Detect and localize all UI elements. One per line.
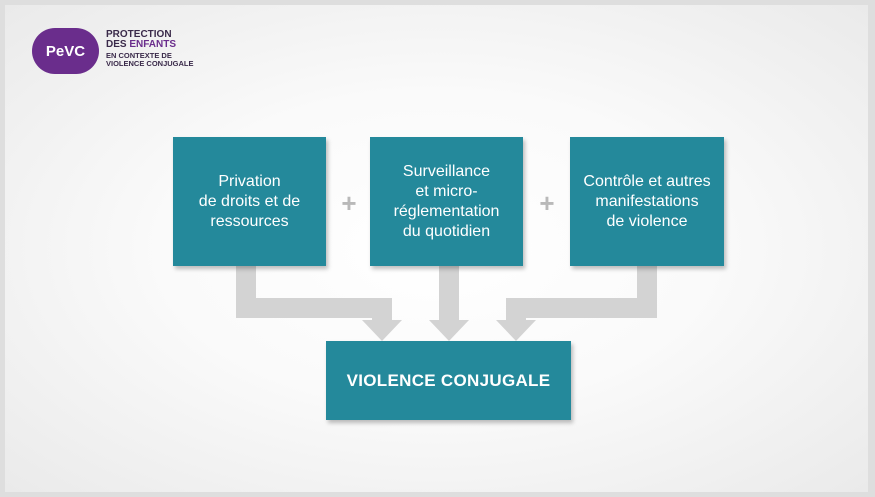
box-surveillance-label: Surveillance et micro- réglementation du… <box>393 162 500 240</box>
arrow-middle <box>429 266 469 341</box>
logo-wordmark: PROTECTION DES ENFANTS EN CONTEXTE DE VI… <box>106 30 246 68</box>
logo-line-1: PROTECTION <box>106 29 172 40</box>
logo-line-3: EN CONTEXTE DE <box>106 51 172 60</box>
logo-line-2a: DES <box>106 39 130 50</box>
box-violence-conjugale: VIOLENCE CONJUGALE <box>326 341 571 420</box>
plus-sign-2: + <box>539 188 555 218</box>
plus-sign-1: + <box>341 188 357 218</box>
logo-badge: PeVC <box>32 28 99 74</box>
arrow-right <box>496 266 657 341</box>
box-privation: Privation de droits et de ressources <box>173 137 326 266</box>
box-controle-label: Contrôle et autres manifestations de vio… <box>583 172 711 230</box>
logo-line-2: DES ENFANTS <box>106 40 246 50</box>
box-privation-label: Privation de droits et de ressources <box>198 172 301 230</box>
result-label: VIOLENCE CONJUGALE <box>346 370 551 390</box>
box-controle: Contrôle et autres manifestations de vio… <box>570 137 724 266</box>
arrow-left <box>236 266 402 341</box>
box-surveillance: Surveillance et micro- réglementation du… <box>370 137 523 266</box>
logo-line-4: VIOLENCE CONJUGALE <box>106 59 194 68</box>
logo-badge-text: PeVC <box>45 42 86 60</box>
logo-line-2b: ENFANTS <box>129 39 177 50</box>
